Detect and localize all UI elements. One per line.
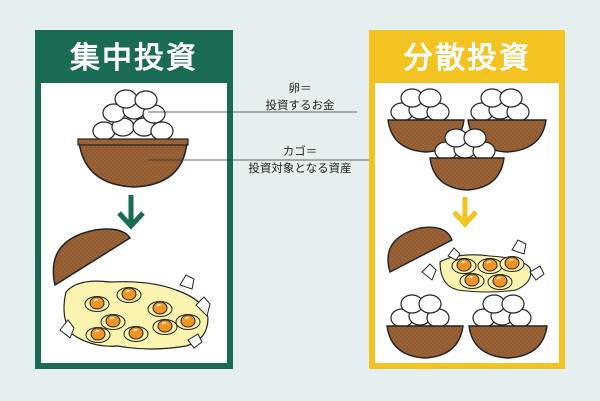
basket-bottom-right [468,294,548,359]
basket [78,141,188,188]
labels: 卵＝ 投資するお金 カゴ＝ 投資対象となる資産 [148,81,430,175]
egg-label-line2: 投資するお金 [266,98,335,112]
basket-bottom-left [386,294,464,359]
fallen-basket-right [387,226,453,274]
right-panel-title: 分散投資 [403,41,531,76]
basket-middle [429,128,505,191]
fallen-basket [52,228,132,287]
basket-label-line2: 投資対象となる資産 [248,161,351,175]
left-panel-title: 集中投資 [69,41,198,76]
broken-eggs-right [421,239,545,293]
broken-eggs [59,274,211,350]
basket-label-line1: カゴ＝ [283,144,318,158]
down-arrow-icon [117,195,145,230]
egg-label-line1: 卵＝ [289,81,312,95]
left-panel: 集中投資 [35,30,233,369]
right-panel: 分散投資 [369,30,565,369]
down-arrow-icon-right [452,197,478,228]
